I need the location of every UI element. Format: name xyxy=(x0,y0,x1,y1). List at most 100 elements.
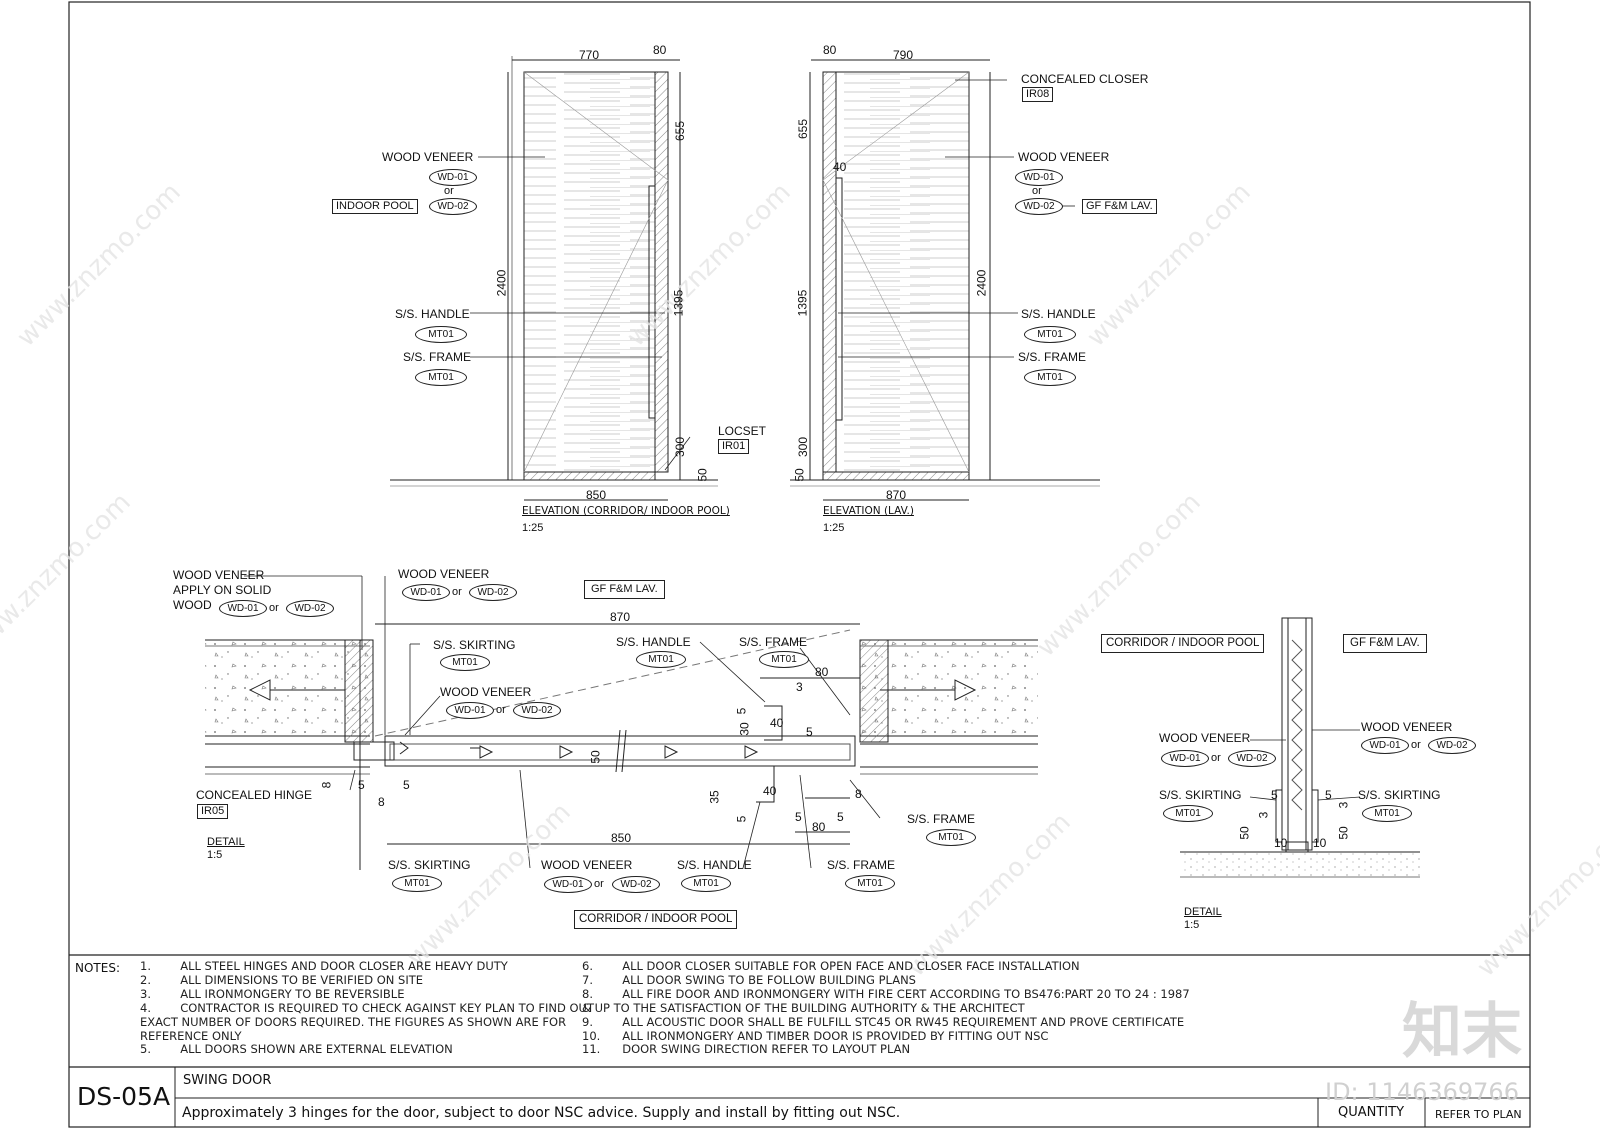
left-elev-locset-tag: IR01 xyxy=(718,439,750,454)
plan-veneer-mid-label: WOOD VENEER xyxy=(440,685,532,699)
drawing-code: DS-05A xyxy=(77,1082,171,1111)
right-elev-frame-label: S/S. FRAME xyxy=(1018,350,1087,364)
plan-dim-5d: 5 xyxy=(403,778,410,792)
right-elev-caption: ELEVATION (LAV.) xyxy=(823,505,914,517)
plan-veneer-top-wd01: WD-01 xyxy=(402,584,450,601)
plan-veneer-mid-wd01: WD-01 xyxy=(446,702,494,719)
section-detail-caption: DETAIL xyxy=(1184,906,1222,918)
right-elev-dim-height: 2400 xyxy=(974,269,989,297)
plan-dim-80b: 80 xyxy=(812,820,826,834)
section-veneer-right-wd01: WD-01 xyxy=(1361,737,1409,754)
right-elev-wd01-tag: WD-01 xyxy=(1015,169,1063,186)
plan-dim-3: 3 xyxy=(796,680,803,694)
section-veneer-left-or: or xyxy=(1211,752,1221,764)
section-dim-3a: 3 xyxy=(1256,811,1271,819)
section-dim-50b: 50 xyxy=(1336,826,1351,840)
plan-veneer-mid-or: or xyxy=(496,704,506,716)
right-elev-closer-label: CONCEALED CLOSER xyxy=(1021,72,1149,86)
right-elev-or: or xyxy=(1032,185,1042,197)
section-lav-box: GF F&M LAV. xyxy=(1343,634,1427,653)
section-detail-scale: 1:5 xyxy=(1184,919,1200,931)
plan-frame-right-tag: MT01 xyxy=(926,829,976,846)
plan-veneer-solid-line1: WOOD VENEER xyxy=(173,568,265,582)
right-elev-dim-width-bottom: 870 xyxy=(886,488,907,502)
left-elev-locset-label: LOCSET xyxy=(718,424,767,438)
section-skirting-left-label: S/S. SKIRTING xyxy=(1159,788,1242,802)
section-dim-10b: 10 xyxy=(1313,836,1327,850)
section-veneer-left-wd01: WD-01 xyxy=(1161,750,1209,767)
notes-title: NOTES: xyxy=(75,961,120,975)
right-elev-dim-low-seg: 300 xyxy=(796,436,811,458)
left-elev-veneer-label: WOOD VENEER xyxy=(382,150,474,164)
plan-veneer-mid-wd02: WD-02 xyxy=(513,702,561,719)
plan-veneer-top-wd02: WD-02 xyxy=(469,584,517,601)
plan-dim-50: 50 xyxy=(588,750,603,764)
plan-veneer-solid-line3: WOOD xyxy=(173,598,212,612)
plan-dim-40b: 40 xyxy=(763,784,777,798)
plan-veneer-solid-wd02: WD-02 xyxy=(286,600,334,617)
right-elev-dim-top-seg: 655 xyxy=(796,118,811,140)
plan-dim-8b: 8 xyxy=(378,795,385,809)
section-veneer-right-or: or xyxy=(1411,739,1421,751)
right-elev-handle-label: S/S. HANDLE xyxy=(1021,307,1096,321)
section-skirting-left-tag: MT01 xyxy=(1163,805,1213,822)
left-elev-dim-frame-top: 80 xyxy=(653,43,667,57)
plan-hinge-label: CONCEALED HINGE xyxy=(196,788,313,802)
plan-skirting-bottom-tag: MT01 xyxy=(392,875,442,892)
drawing-description: Approximately 3 hinges for the door, sub… xyxy=(182,1105,901,1121)
right-elevation-lines xyxy=(790,59,1100,501)
plan-handle-top-label: S/S. HANDLE xyxy=(616,635,691,649)
drawing-name: SWING DOOR xyxy=(183,1073,272,1088)
left-elev-handle-label: S/S. HANDLE xyxy=(395,307,470,321)
plan-dim-8c: 8 xyxy=(855,787,862,801)
left-elev-dim-mid-seg: 1395 xyxy=(671,289,686,317)
notes-column-1: 1. ALL STEEL HINGES AND DOOR CLOSER ARE … xyxy=(140,959,594,1057)
right-elev-dim-gap: 40 xyxy=(833,160,847,174)
plan-dim-5b: 5 xyxy=(806,725,813,739)
plan-veneer-top-label: WOOD VENEER xyxy=(398,567,490,581)
section-corridor-box: CORRIDOR / INDOOR POOL xyxy=(1101,634,1265,653)
quantity-label: QUANTITY xyxy=(1338,1105,1405,1120)
plan-veneer-solid-wd01: WD-01 xyxy=(219,600,267,617)
right-elev-closer-tag: IR08 xyxy=(1022,87,1054,102)
section-dim-5a: 5 xyxy=(1271,788,1278,802)
section-veneer-left-wd02: WD-02 xyxy=(1228,750,1276,767)
left-elev-dim-height: 2400 xyxy=(494,269,509,297)
left-elev-location-box: INDOOR POOL xyxy=(332,199,418,214)
left-elev-dim-base: 50 xyxy=(695,468,710,482)
plan-dim-30: 30 xyxy=(737,722,752,736)
left-elev-dim-low-seg: 300 xyxy=(673,436,688,458)
quantity-value: REFER TO PLAN xyxy=(1435,1108,1522,1121)
plan-dim-35: 35 xyxy=(707,790,722,804)
plan-veneer-bottom-or: or xyxy=(594,878,604,890)
plan-handle-top-tag: MT01 xyxy=(636,651,686,668)
plan-skirting-top-label: S/S. SKIRTING xyxy=(433,638,516,652)
plan-dim-80a: 80 xyxy=(815,665,829,679)
right-elev-dim-frame-top: 80 xyxy=(823,43,837,57)
plan-frame-bottom-label: S/S. FRAME xyxy=(827,858,896,872)
plan-dim-5c: 5 xyxy=(358,778,365,792)
left-elev-frame-tag: MT01 xyxy=(415,369,467,386)
left-elev-dim-width-top: 770 xyxy=(579,48,600,62)
plan-handle-bottom-label: S/S. HANDLE xyxy=(677,858,752,872)
watermark-id: ID: 1146369766 xyxy=(1325,1078,1519,1106)
left-elev-wd02-tag: WD-02 xyxy=(429,198,477,215)
right-elev-location-box: GF F&M LAV. xyxy=(1082,199,1157,214)
plan-handle-bottom-tag: MT01 xyxy=(681,875,731,892)
right-elev-dim-mid-seg: 1395 xyxy=(795,289,810,317)
plan-dim-5f: 5 xyxy=(795,810,802,824)
plan-veneer-bottom-wd02: WD-02 xyxy=(612,876,660,893)
section-dim-10a: 10 xyxy=(1274,836,1288,850)
right-elev-veneer-label: WOOD VENEER xyxy=(1018,150,1110,164)
left-elevation-lines xyxy=(390,56,718,501)
section-veneer-right-wd02: WD-02 xyxy=(1428,737,1476,754)
plan-hinge-tag: IR05 xyxy=(197,804,229,819)
section-veneer-left-label: WOOD VENEER xyxy=(1159,731,1251,745)
plan-veneer-top-or: or xyxy=(452,586,462,598)
left-elev-handle-tag: MT01 xyxy=(415,326,467,343)
right-elev-dim-width-top: 790 xyxy=(893,48,914,62)
plan-frame-right-label: S/S. FRAME xyxy=(907,812,976,826)
plan-dim-8a: 8 xyxy=(319,781,334,789)
plan-dim-40a: 40 xyxy=(770,716,784,730)
